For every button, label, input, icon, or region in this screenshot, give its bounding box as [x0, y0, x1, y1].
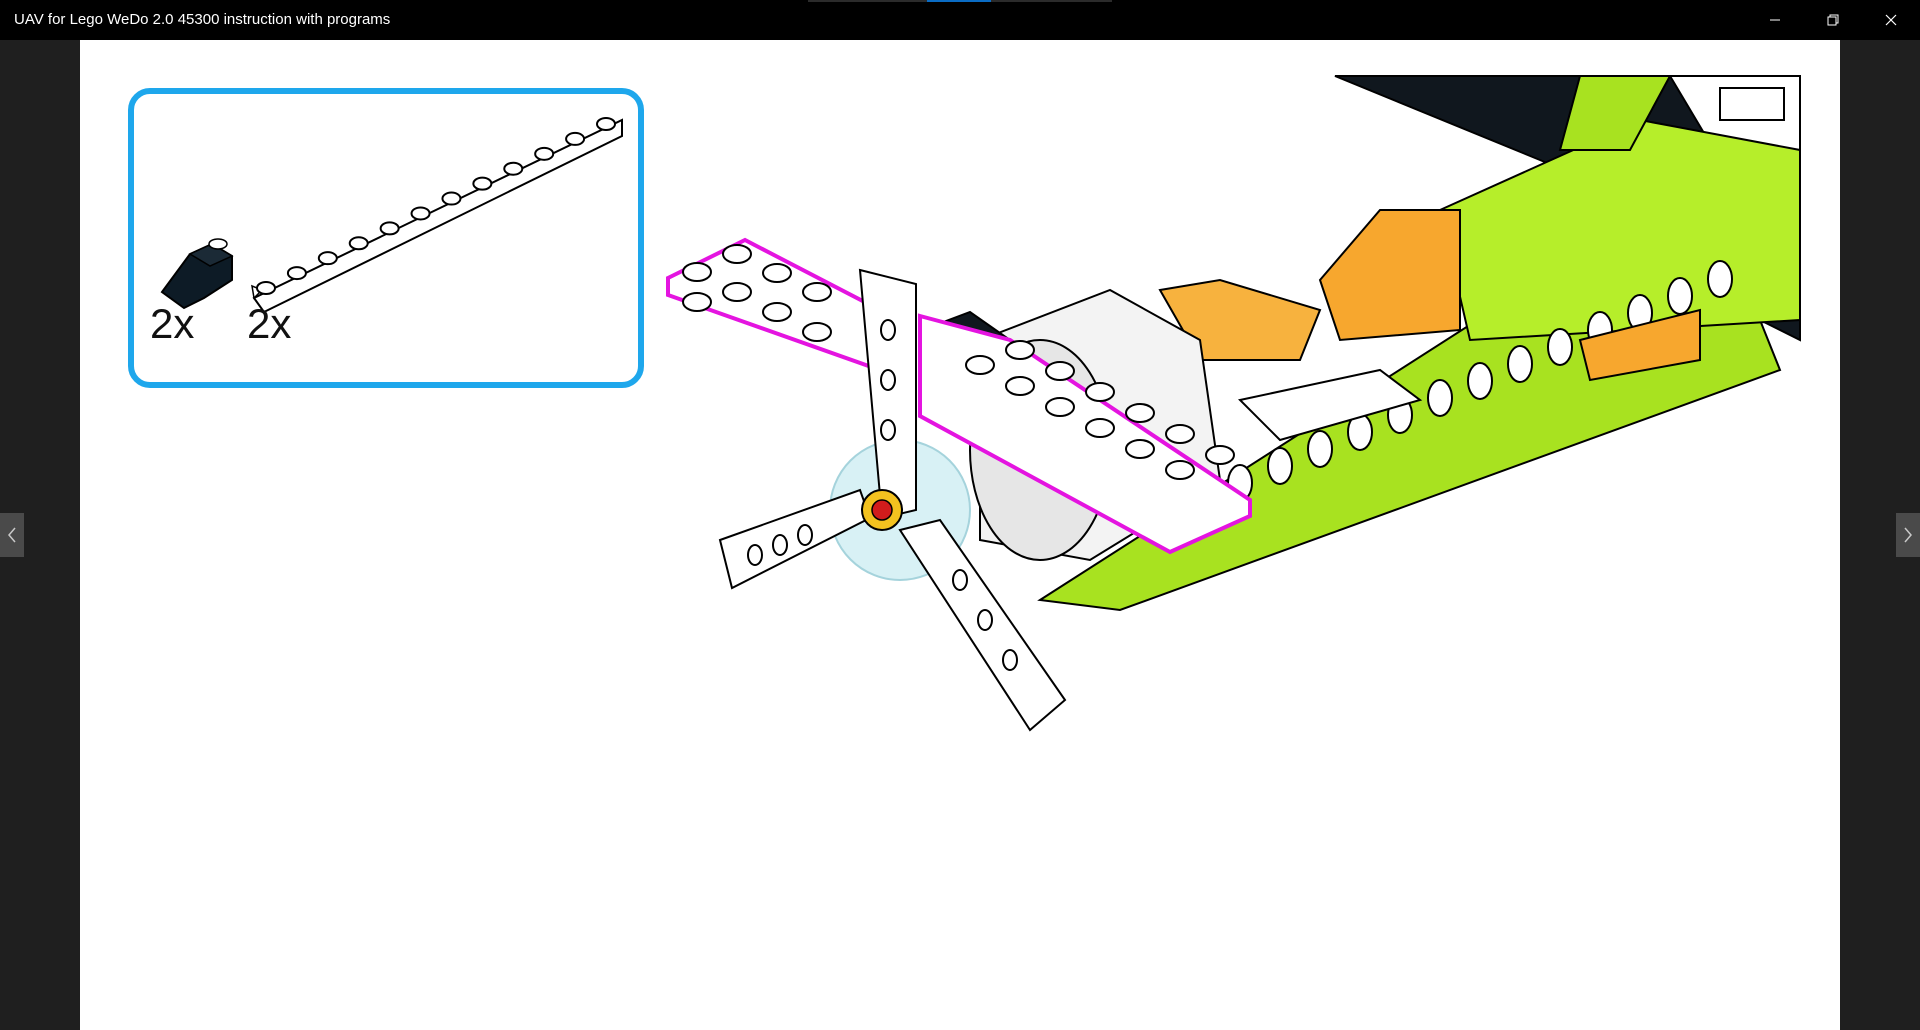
next-page-button[interactable]	[1896, 513, 1920, 557]
stud	[1548, 329, 1572, 365]
stud	[1308, 431, 1332, 467]
stud	[803, 283, 831, 301]
stud	[966, 356, 994, 374]
stud	[978, 610, 992, 630]
stud	[763, 264, 791, 282]
stud	[723, 245, 751, 263]
stud	[1468, 363, 1492, 399]
stud	[1708, 261, 1732, 297]
stud	[683, 293, 711, 311]
stud	[1086, 419, 1114, 437]
stud	[1046, 362, 1074, 380]
stud	[1006, 341, 1034, 359]
minimize-icon	[1769, 14, 1781, 26]
close-icon	[1885, 14, 1897, 26]
stud	[1166, 425, 1194, 443]
stud	[773, 535, 787, 555]
restore-button[interactable]	[1804, 0, 1862, 40]
stud	[798, 525, 812, 545]
stud	[723, 283, 751, 301]
window-title: UAV for Lego WeDo 2.0 45300 instruction …	[14, 11, 390, 28]
title-bar: UAV for Lego WeDo 2.0 45300 instruction …	[0, 0, 1920, 40]
stud	[683, 263, 711, 281]
restore-icon	[1827, 14, 1839, 26]
stud	[1126, 404, 1154, 422]
close-button[interactable]	[1862, 0, 1920, 40]
stud	[1166, 461, 1194, 479]
stud	[1003, 650, 1017, 670]
title-accent-highlight	[927, 0, 991, 2]
stud	[953, 570, 967, 590]
stud	[1268, 448, 1292, 484]
stud	[881, 370, 895, 390]
stud	[1046, 398, 1074, 416]
chevron-right-icon	[1903, 527, 1913, 543]
previous-page-button[interactable]	[0, 513, 24, 557]
stud	[763, 303, 791, 321]
stud	[748, 545, 762, 565]
stud	[803, 323, 831, 341]
stud	[881, 320, 895, 340]
instruction-page: 2x 2x	[80, 40, 1840, 1030]
stud	[1086, 383, 1114, 401]
chevron-left-icon	[7, 527, 17, 543]
stud	[1006, 377, 1034, 395]
stud	[1126, 440, 1154, 458]
stud	[1206, 446, 1234, 464]
minimize-button[interactable]	[1746, 0, 1804, 40]
stud	[1428, 380, 1452, 416]
stud	[1668, 278, 1692, 314]
stud	[881, 420, 895, 440]
build-step-illustration	[80, 40, 1840, 1030]
stud	[1508, 346, 1532, 382]
